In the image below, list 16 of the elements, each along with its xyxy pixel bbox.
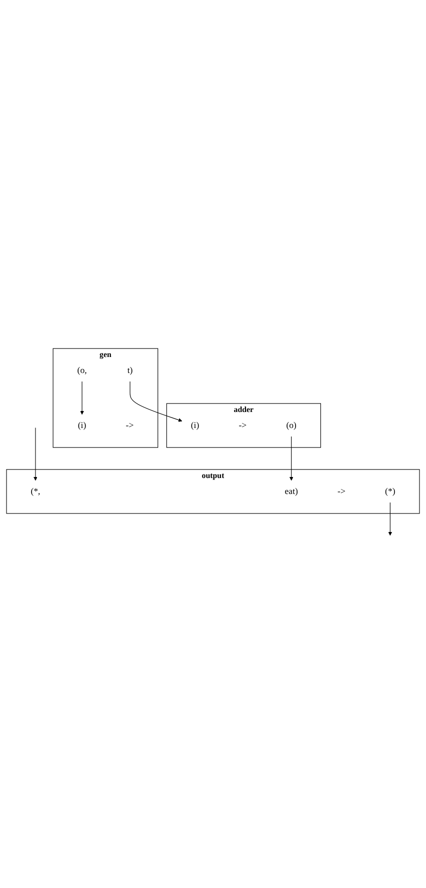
node-text: eat) <box>284 486 298 496</box>
arrow <box>80 381 84 414</box>
node-text: (i) <box>190 420 200 430</box>
node-text: -> <box>126 420 134 430</box>
node-text: (*, <box>30 486 40 496</box>
node-text: -> <box>238 420 247 430</box>
node-text: t) <box>127 365 133 376</box>
arrow <box>34 427 38 480</box>
arrow <box>130 381 182 422</box>
node-text: (o, <box>77 365 87 376</box>
node-text: (*) <box>385 486 396 496</box>
node-text: (o) <box>286 420 296 430</box>
arrow <box>388 502 392 536</box>
arrow <box>289 436 294 480</box>
node-text: (i) <box>78 420 86 430</box>
node-text: -> <box>338 486 346 496</box>
